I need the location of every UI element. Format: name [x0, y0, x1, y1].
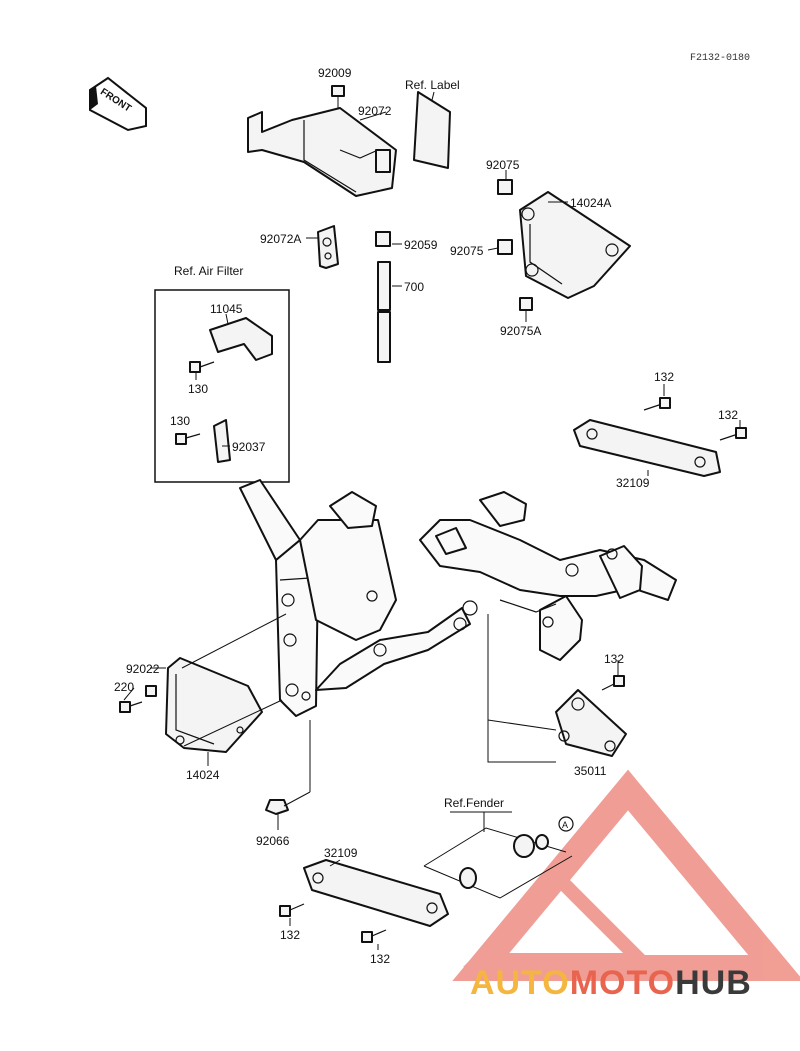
air-filter-ref-box	[154, 289, 290, 483]
grommet-92075-mid-shape	[497, 239, 513, 255]
part-92059-label: 92059	[404, 238, 438, 252]
bolt-130-a-shape	[189, 361, 215, 373]
bolt-132-e-shape	[361, 929, 387, 943]
grommet-92022-shape	[145, 685, 157, 697]
bolt-132-b-shape	[719, 427, 747, 441]
part-32109-top-label: 32109	[616, 476, 650, 490]
grommet-92075-top-shape	[497, 179, 513, 195]
battery-case-shape	[247, 107, 397, 197]
part-700-label: 700	[404, 280, 425, 294]
bracket-92072A-shape	[317, 225, 339, 269]
part-132-b-label: 132	[718, 408, 739, 422]
part-92009-label: 92009	[318, 66, 352, 80]
bolt-132-a-shape	[643, 397, 671, 411]
tube-700-shape	[375, 231, 391, 363]
figure-code: F2132-0180	[690, 53, 751, 64]
part-35011-label: 35011	[574, 764, 607, 778]
ref-label-label: Ref. Label	[405, 78, 460, 92]
watermark-logo: AUTOMOTOHUB	[470, 964, 752, 1003]
side-strap-32109-top-shape	[573, 419, 721, 477]
ref-fender-label: Ref.Fender	[444, 796, 505, 810]
bolt-92009-shape	[331, 85, 345, 108]
part-32109-bottom-label: 32109	[324, 846, 358, 860]
part-132-c-label: 132	[604, 652, 625, 666]
bolt-132-c-shape	[601, 675, 625, 691]
part-92075A-label: 92075A	[500, 324, 542, 338]
part-14024A-label: 14024A	[570, 196, 612, 210]
part-92072-label: 92072	[358, 104, 392, 118]
watermark-part-moto: MOTO	[569, 964, 676, 1002]
ref-air-filter-label: Ref. Air Filter	[174, 264, 244, 278]
part-130-b-label: 130	[170, 414, 191, 428]
part-92066-label: 92066	[256, 834, 290, 848]
grommet-92066-shape	[265, 799, 289, 815]
nut-92075A-shape	[519, 297, 533, 311]
motorcycle-frame-shape	[239, 479, 677, 717]
circle-a-marker	[558, 816, 574, 832]
part-92037-label: 92037	[232, 440, 266, 454]
side-cover-14024-shape	[165, 657, 263, 753]
part-11045-label: 11045	[210, 302, 243, 316]
circle-a-label: A	[562, 820, 569, 830]
part-132-a-label: 132	[654, 370, 675, 384]
bolt-132-d-shape	[279, 903, 305, 917]
part-92075-top-label: 92075	[486, 158, 520, 172]
front-arrow-icon	[89, 76, 147, 132]
leader-lines	[123, 91, 741, 950]
watermark-part-auto: AUTO	[470, 964, 570, 1002]
part-14024-label: 14024	[186, 768, 220, 782]
part-130-a-label: 130	[188, 382, 209, 396]
part-92072A-label: 92072A	[260, 232, 302, 246]
part-132-e-label: 132	[370, 952, 391, 966]
bolt-130-b-shape	[175, 433, 201, 445]
side-cover-14024A-shape	[519, 191, 631, 299]
strap-92037-shape	[213, 419, 231, 463]
side-strap-32109-bottom-shape	[303, 859, 449, 927]
part-92022-label: 92022	[126, 662, 160, 676]
watermark-triangle	[452, 769, 800, 981]
bracket-35011-shape	[555, 689, 627, 757]
part-220-label: 220	[114, 680, 135, 694]
watermark-part-hub: HUB	[675, 964, 752, 1002]
bracket-11045-shape	[209, 317, 273, 361]
fender-ref-bracket	[423, 827, 573, 899]
ref-label-plate-shape	[413, 91, 451, 169]
part-132-d-label: 132	[280, 928, 301, 942]
screw-220-shape	[119, 701, 143, 713]
part-92075-mid-label: 92075	[450, 244, 484, 258]
